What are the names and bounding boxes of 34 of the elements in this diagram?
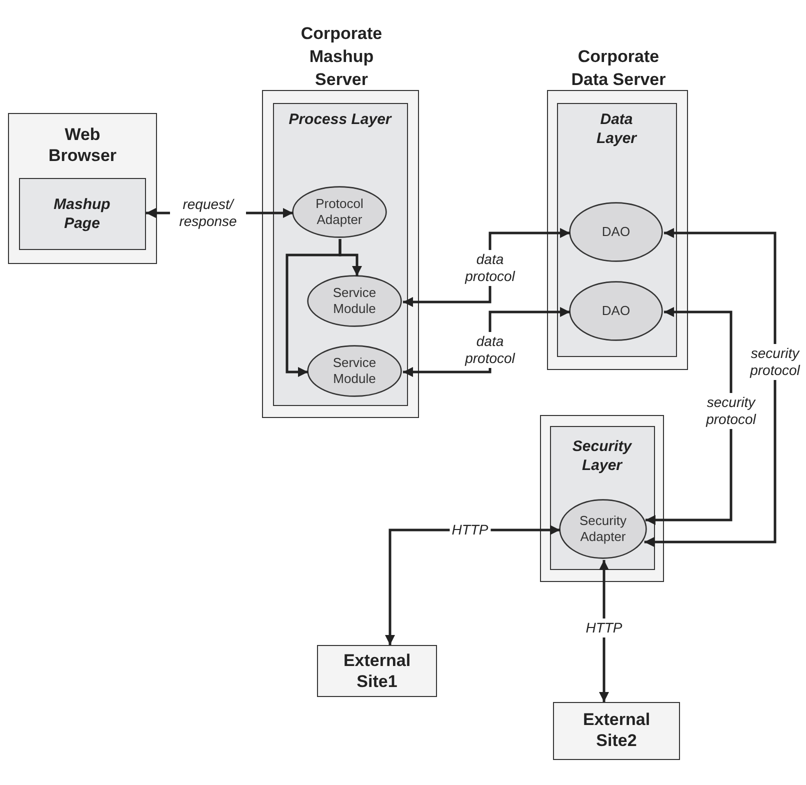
server-heading: Corporate Data Server [570, 46, 667, 91]
component-label: Protocol Adapter [314, 196, 364, 228]
connector-arrow [599, 560, 609, 702]
component-label: Service Module [332, 355, 378, 387]
layer-title: Process Layer [288, 110, 393, 128]
server-heading: Corporate Mashup Server [300, 23, 384, 91]
connector-arrow [645, 307, 732, 525]
site-box [553, 702, 680, 760]
box-title: External Site2 [582, 709, 652, 751]
layer-box [556, 102, 676, 356]
layer-title: Security Layer [571, 436, 634, 474]
box-title: Web Browser [47, 124, 118, 166]
browser-box [8, 113, 157, 264]
component-ellipse [292, 186, 387, 238]
server-box [540, 415, 664, 582]
page-box [18, 178, 146, 250]
component-label: DAO [600, 224, 632, 240]
layer-box [272, 102, 408, 406]
component-label: Service Module [332, 285, 378, 317]
component-ellipse [569, 281, 663, 341]
layer-title: Mashup Page [52, 194, 112, 232]
connector-arrow [286, 239, 342, 377]
component-ellipse [559, 499, 647, 559]
component-label: Security Adapter [578, 513, 628, 545]
site-box [317, 645, 437, 697]
layer-title: Data Layer [595, 110, 638, 148]
component-ellipse [307, 345, 402, 397]
component-ellipse [307, 275, 402, 327]
box-title: External Site1 [342, 650, 412, 692]
layer-box [550, 426, 654, 570]
component-ellipse [569, 202, 663, 262]
edge-label: HTTP [584, 618, 624, 638]
component-label: DAO [600, 303, 632, 319]
connector-arrow [644, 228, 776, 547]
